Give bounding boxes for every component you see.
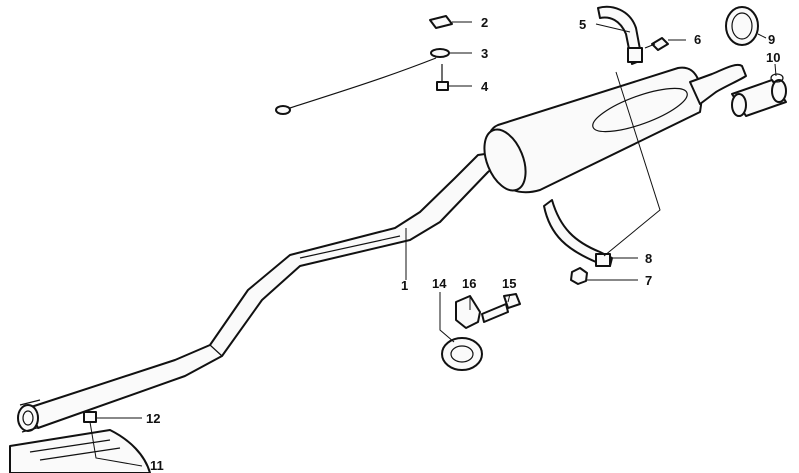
- nut-part-7[interactable]: [570, 267, 588, 285]
- clamp-part-12[interactable]: [83, 411, 97, 423]
- bolt-part-6[interactable]: [644, 37, 669, 51]
- gasket-ring-part-9[interactable]: [725, 6, 759, 46]
- callout-1: 1: [401, 278, 408, 293]
- upper-strap-part-5[interactable]: [597, 5, 643, 65]
- exhaust-pipe-part-1[interactable]: [17, 152, 501, 433]
- callout-5: 5: [579, 17, 586, 32]
- washer-part-3[interactable]: [430, 48, 450, 58]
- callout-2: 2: [481, 15, 488, 30]
- rear-muffler[interactable]: [476, 64, 747, 197]
- ground-cable[interactable]: [275, 57, 437, 115]
- bracket-part-2[interactable]: [429, 15, 453, 29]
- heat-shield-part-11[interactable]: [9, 429, 151, 473]
- callout-16: 16: [462, 276, 476, 291]
- clamp-part-16[interactable]: [455, 295, 481, 329]
- leader-lines: [89, 21, 777, 467]
- callout-15: 15: [502, 276, 516, 291]
- lower-strap-part-8[interactable]: [543, 199, 613, 267]
- callout-9: 9: [768, 32, 775, 47]
- callout-10: 10: [766, 50, 780, 65]
- callout-6: 6: [694, 32, 701, 47]
- callout-14: 14: [432, 276, 447, 291]
- callout-12: 12: [146, 411, 160, 426]
- screw-part-4[interactable]: [436, 64, 449, 91]
- callout-4: 4: [481, 79, 489, 94]
- rubber-mount-part-14[interactable]: [441, 337, 483, 371]
- callout-8: 8: [645, 251, 652, 266]
- callout-3: 3: [481, 46, 488, 61]
- sleeve-part-10[interactable]: [731, 73, 787, 117]
- callout-7: 7: [645, 273, 652, 288]
- bolt-part-15[interactable]: [481, 293, 521, 323]
- callout-11: 11: [150, 458, 164, 473]
